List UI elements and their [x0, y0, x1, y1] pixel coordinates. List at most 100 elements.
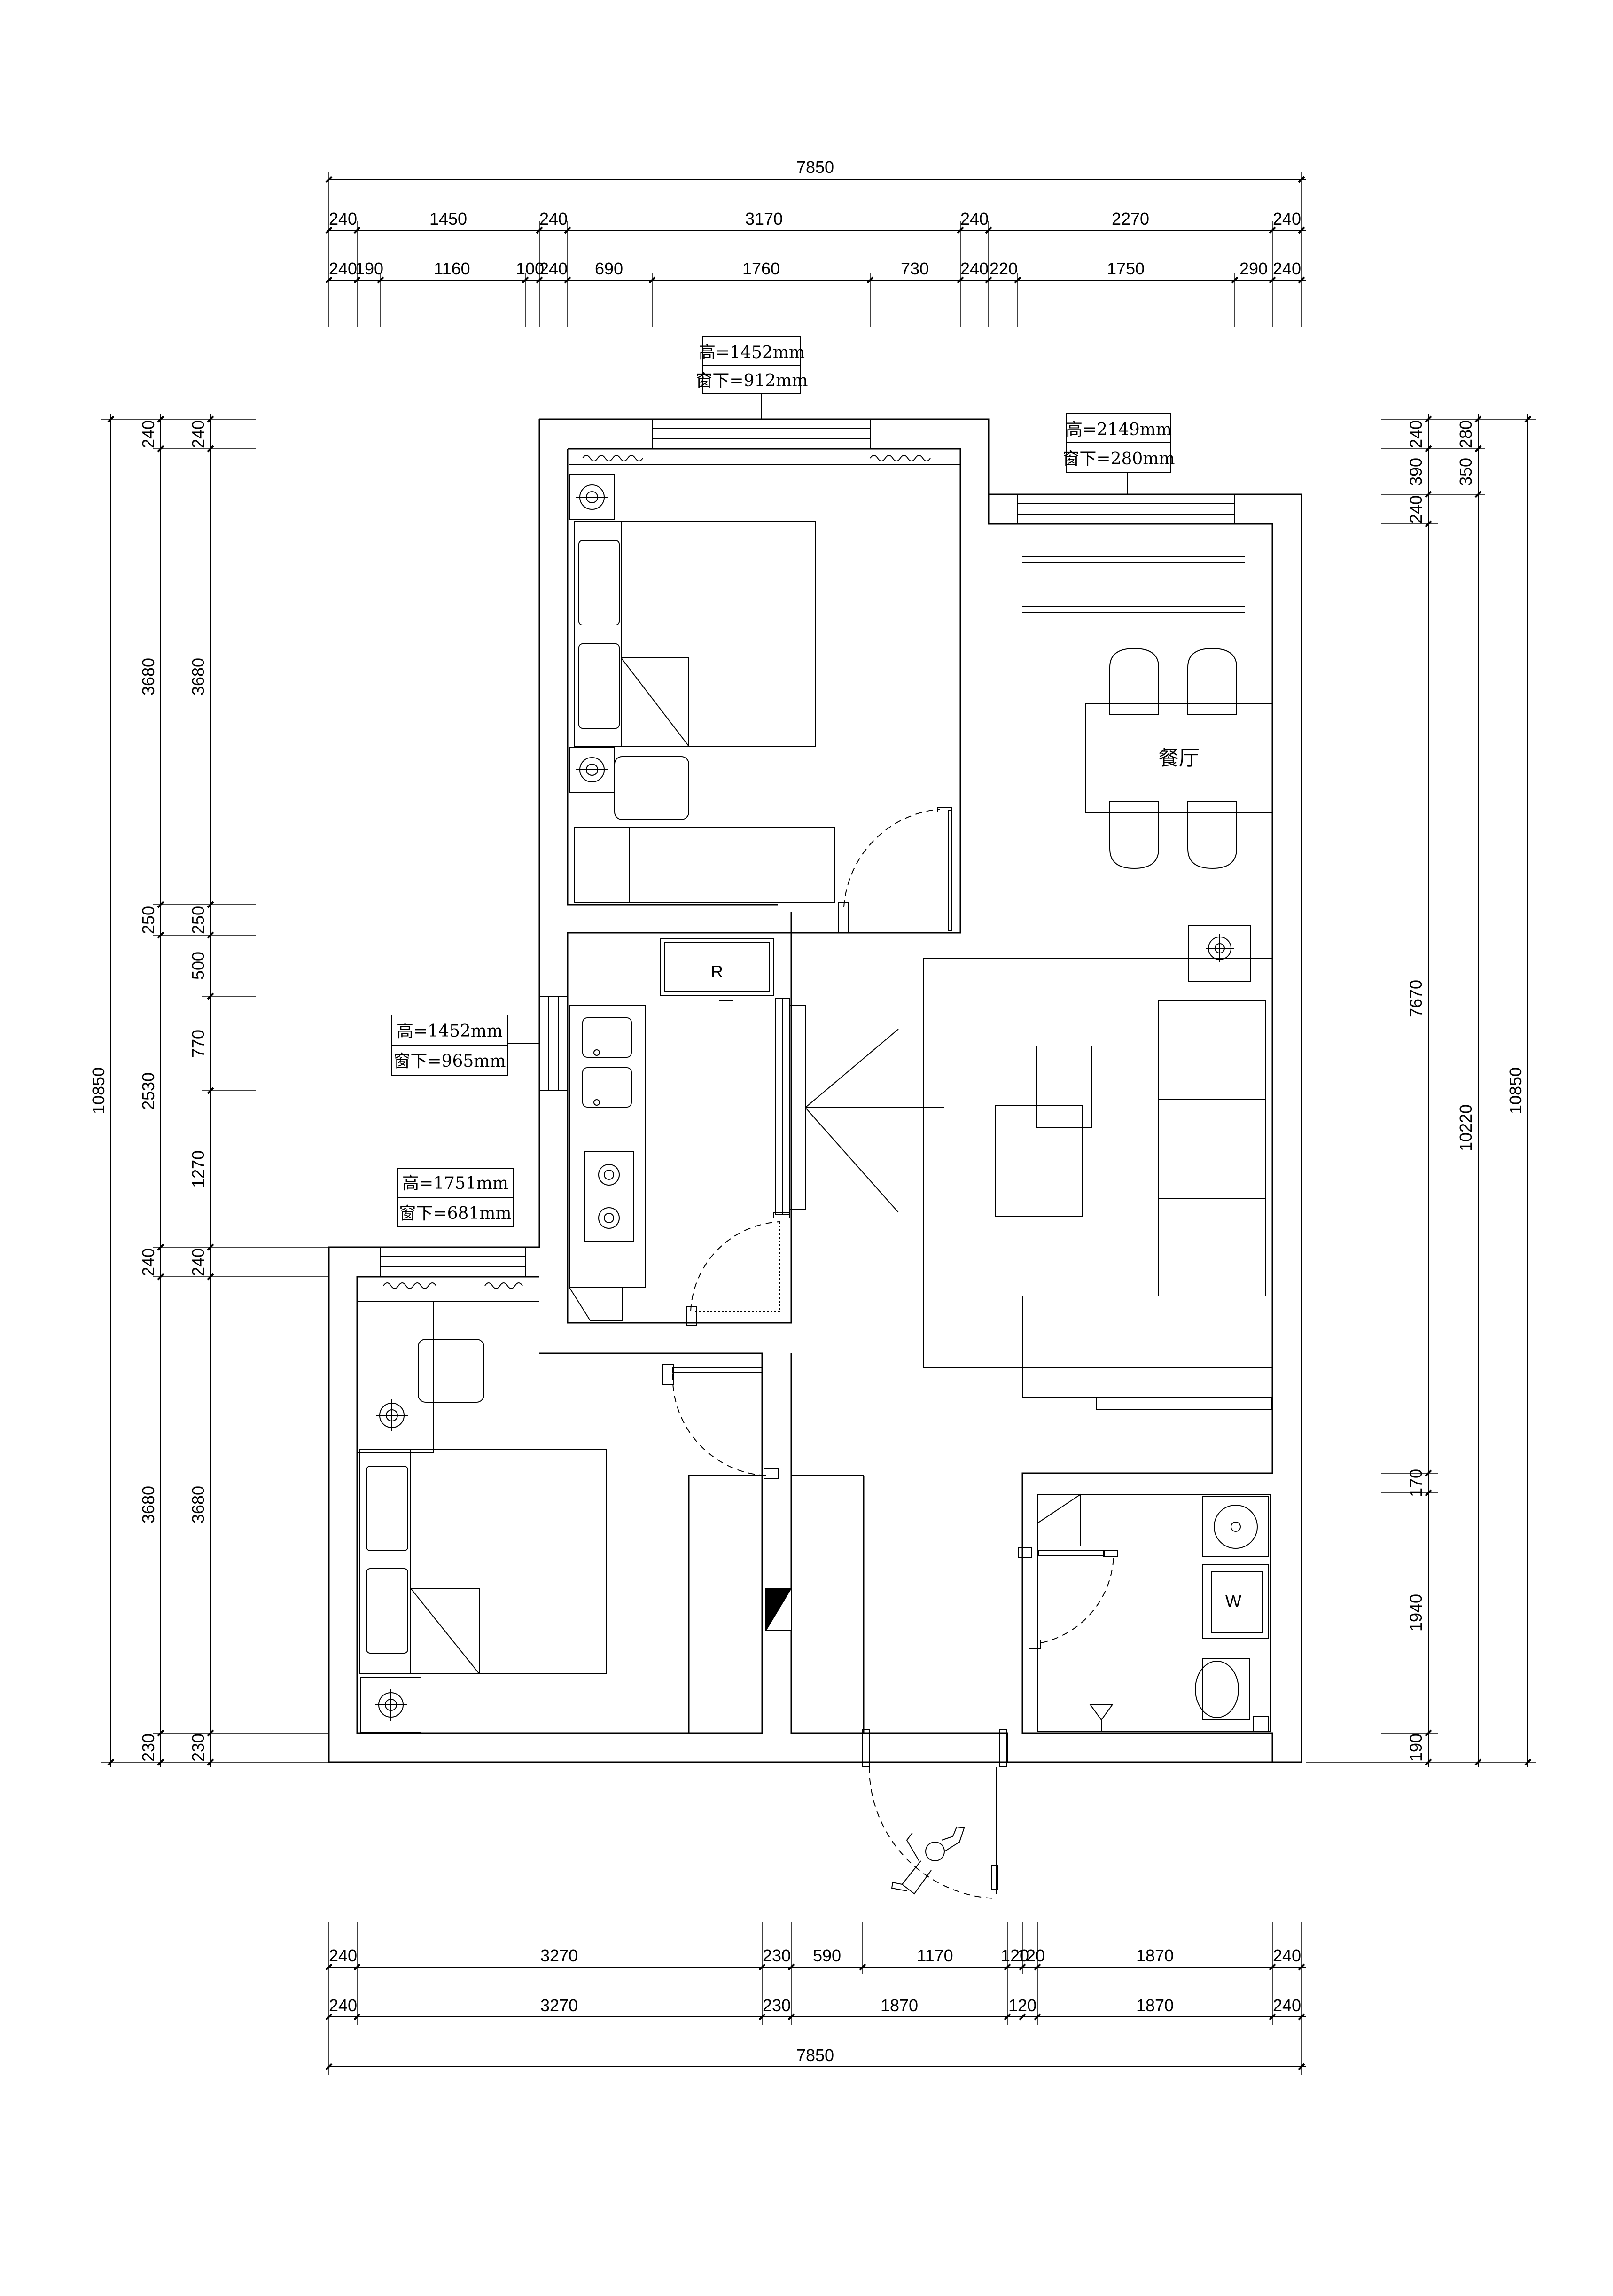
pillow-icon [578, 643, 620, 729]
counter-icon [569, 1005, 646, 1288]
window-sill-label: 窗下=681mm [399, 1204, 511, 1223]
dim-label: 240 [139, 420, 158, 448]
dining-area: 餐厅 [1022, 556, 1273, 869]
dim-label: 240 [1273, 1946, 1301, 1965]
washbasin-icon [1202, 1496, 1269, 1557]
dim-label: 1750 [1107, 259, 1145, 278]
right-dimensions: 240 390 240 7670 170 1940 190 280 350 10… [1306, 414, 1536, 1767]
dim-label: 240 [960, 209, 989, 228]
dim-label: 730 [901, 259, 929, 278]
nightstand-icon [360, 1677, 421, 1733]
kitchen: R [569, 938, 790, 1326]
bedroom-bottom [358, 1282, 792, 1733]
floor-drain-icon [1253, 1716, 1269, 1732]
fridge-icon [660, 938, 774, 996]
dim-label: 690 [595, 259, 623, 278]
dim-label: 230 [139, 1734, 158, 1762]
bathroom: W [1018, 1493, 1271, 1732]
dim-label: 190 [355, 259, 383, 278]
door-icon [662, 1364, 674, 1385]
dim-label: 1870 [881, 1996, 918, 2015]
dim-label: 120 [1001, 1946, 1029, 1965]
desk-icon [574, 827, 835, 903]
bedroom-top [569, 455, 960, 933]
dim-right-total: 10850 [1506, 1067, 1525, 1114]
dim-label: 250 [139, 906, 158, 934]
dim-label: 770 [188, 1030, 208, 1058]
entrance [862, 1729, 1007, 1899]
left-dimensions: 10850 240 3680 250 2530 240 3680 230 240… [89, 414, 329, 1767]
sofa-icon [1158, 1000, 1266, 1296]
pillow-icon [366, 1466, 408, 1551]
dim-label: 240 [329, 1996, 357, 2015]
stove-icon [584, 1151, 634, 1242]
dim-label: 500 [188, 952, 208, 980]
dim-label: 10220 [1456, 1104, 1475, 1151]
window-notes: 高=1452mm 窗下=912mm 高=2149mm 窗下=280mm 高=14… [391, 336, 1175, 1247]
dim-label: 190 [1406, 1734, 1426, 1762]
person-icon [891, 1826, 965, 1895]
rug-icon [923, 958, 1273, 1368]
chair-icon [1187, 801, 1237, 869]
door-icon [773, 1212, 790, 1218]
dim-label: 240 [329, 259, 357, 278]
dim-label: 1870 [1136, 1996, 1174, 2015]
dim-label: 290 [1239, 259, 1268, 278]
nightstand-icon [569, 474, 615, 520]
dim-left-total: 10850 [89, 1067, 108, 1114]
window-height-label: 高=1452mm [397, 1022, 503, 1041]
dim-label: 1870 [1136, 1946, 1174, 1965]
dim-label: 1760 [742, 259, 780, 278]
dim-label: 240 [1406, 495, 1426, 523]
dim-label: 240 [539, 259, 568, 278]
windows [380, 419, 1235, 1277]
dim-label: 590 [813, 1946, 841, 1965]
curtain-icon [383, 1282, 436, 1289]
shower-head-icon [1089, 1704, 1114, 1721]
dim-bottom-total: 7850 [796, 2046, 834, 2065]
dim-label: 250 [188, 906, 208, 934]
dim-label: 240 [539, 209, 568, 228]
shower-screen-icon [1038, 1493, 1081, 1546]
pillow-icon [366, 1568, 408, 1654]
dim-label: 240 [329, 1946, 357, 1965]
pillow-icon [578, 540, 620, 625]
dim-label: 3680 [139, 1486, 158, 1523]
curtain-icon [870, 455, 931, 461]
living-area [789, 925, 1273, 1410]
chair-icon [614, 756, 689, 820]
dim-label: 240 [1273, 1996, 1301, 2015]
dim-label: 230 [763, 1946, 791, 1965]
dining-table-icon [1085, 703, 1273, 813]
curtain-icon [582, 455, 643, 461]
dim-label: 240 [188, 420, 208, 448]
dim-label: 120 [1017, 1946, 1045, 1965]
dim-label: 1450 [429, 209, 467, 228]
chair-icon [1109, 648, 1159, 715]
window-sill-label: 窗下=912mm [695, 371, 808, 390]
dim-label: 240 [1406, 420, 1426, 448]
bed-icon [359, 1449, 607, 1674]
dim-label: 1170 [917, 1946, 953, 1965]
washer-icon [1202, 1564, 1269, 1639]
window-height-label: 高=2149mm [1066, 420, 1172, 439]
bed-icon [574, 521, 816, 747]
dim-label: 3680 [139, 658, 158, 695]
dim-label: 230 [188, 1734, 208, 1762]
chair-icon [1109, 801, 1159, 869]
dim-label: 2530 [139, 1072, 158, 1110]
dim-label: 240 [960, 259, 989, 278]
coffee-table-icon [995, 1105, 1083, 1217]
window-sill-label: 窗下=965mm [393, 1052, 506, 1071]
dim-label: 120 [1008, 1996, 1036, 2015]
curtain-icon [484, 1282, 523, 1289]
coffee-table-icon [1036, 1046, 1092, 1128]
dim-top-total: 7850 [796, 157, 834, 177]
chair-icon [1187, 648, 1237, 715]
dim-label: 100 [516, 259, 544, 278]
chair-icon [418, 1339, 484, 1403]
dim-label: 220 [990, 259, 1018, 278]
dim-label: 240 [329, 209, 357, 228]
dim-label: 230 [763, 1996, 791, 2015]
